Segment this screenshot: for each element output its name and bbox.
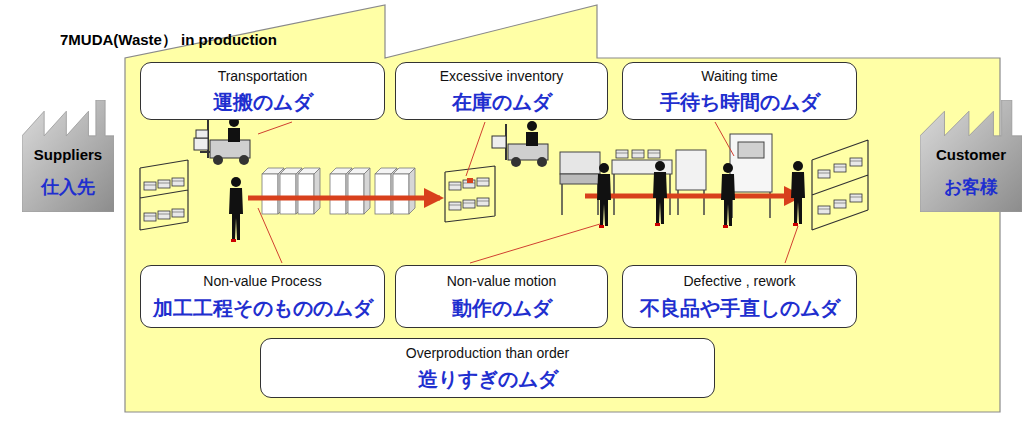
inventory-rack: [445, 166, 495, 222]
worker: [653, 161, 667, 226]
waste-name: 不良品や手直しのムダ: [640, 296, 840, 320]
waste-name: 加工工程そのもののムダ: [153, 296, 373, 320]
leader-lines: [258, 122, 798, 263]
waste-box: Overproduction than order 造りすぎのムダ: [260, 338, 715, 398]
factory-icon: Customer お客様: [920, 100, 1022, 212]
waste-box: Excessive inventory 在庫のムダ: [395, 62, 608, 120]
parts-rack: [140, 160, 188, 230]
waste-heading: Transportation: [218, 68, 308, 85]
waste-box: Defective , rework 不良品や手直しのムダ: [622, 265, 857, 328]
waste-heading: Suppliers: [34, 146, 102, 164]
worker: [721, 163, 735, 228]
process-line: [262, 168, 415, 214]
flow-arrow: [585, 194, 800, 199]
factory-panel: [125, 5, 1000, 412]
forklift: [492, 121, 548, 167]
waste-name: 造りすぎのムダ: [418, 367, 558, 391]
waste-heading: Overproduction than order: [406, 345, 569, 362]
waste-heading: Defective , rework: [683, 273, 795, 290]
waste-box: Non-value motion 動作のムダ: [395, 265, 608, 328]
waste-heading: Waiting time: [701, 68, 778, 85]
waste-name: お客様: [944, 176, 998, 198]
waste-heading: Customer: [936, 146, 1006, 164]
factory-icon: Suppliers 仕入先: [22, 100, 114, 212]
waste-box: Waiting time 手待ち時間のムダ: [622, 62, 857, 120]
waste-name: 在庫のムダ: [452, 90, 552, 114]
waste-name: 動作のムダ: [452, 296, 552, 320]
worker: [791, 161, 805, 226]
worker: [229, 177, 243, 242]
waste-name: 手待ち時間のムダ: [660, 90, 820, 114]
flow-arrow: [248, 196, 440, 201]
waste-box: Non-value Process 加工工程そのもののムダ: [140, 265, 385, 328]
diagram-title: 7MUDA(Waste） in production: [60, 31, 277, 50]
waste-name: 仕入先: [41, 176, 95, 198]
product-rack: [812, 140, 868, 230]
waste-heading: Excessive inventory: [440, 68, 564, 85]
waste-heading: Non-value motion: [447, 273, 557, 290]
forklift: [194, 117, 250, 165]
waste-box: Transportation 運搬のムダ: [140, 62, 385, 120]
worker: [597, 163, 611, 228]
waste-name: 運搬のムダ: [213, 90, 313, 114]
waste-heading: Non-value Process: [203, 273, 321, 290]
